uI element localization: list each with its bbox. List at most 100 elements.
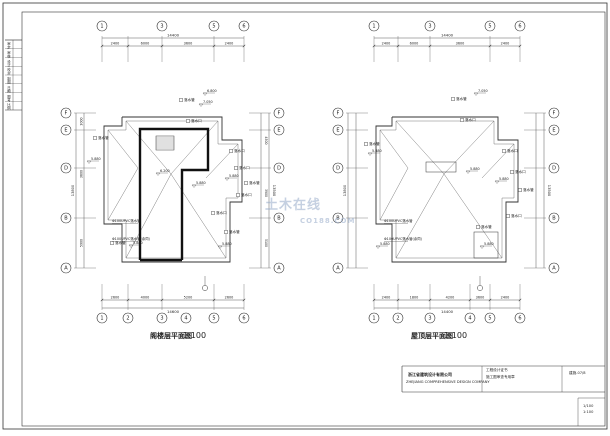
dimension-tick: [518, 298, 522, 302]
grid-bubble-left-label: E: [64, 128, 67, 134]
elevation-value: 5.880: [484, 242, 494, 246]
dimension-total-bottom: 14600: [167, 309, 180, 314]
dimension-segment: 5200: [184, 296, 193, 300]
grid-bubble-right-label: E: [277, 128, 280, 134]
dimension-segment: 4200: [446, 296, 455, 300]
strip-row-text: 审核: [6, 50, 11, 58]
grid-bubble-right: [548, 107, 560, 119]
downpipe-symbol: [364, 142, 368, 146]
grid-bubble-left-label: B: [64, 216, 68, 222]
dimension-segment-right: 4500: [264, 136, 268, 144]
elevation-value: 5.880: [133, 241, 143, 245]
dimension-tick: [372, 298, 376, 302]
elevation-value: 5.880: [222, 242, 232, 246]
roof-hip-line: [395, 120, 445, 175]
grid-bubble-left-label: D: [64, 166, 68, 172]
grid-bubble-right: [273, 262, 285, 274]
elevation-value: 5.880: [380, 242, 390, 246]
grid-bubble-left: [332, 212, 344, 224]
dimension-segment: 3600: [456, 42, 465, 46]
grid-bubble-top: [156, 20, 168, 32]
grid-bubble-right: [548, 212, 560, 224]
grid-bubble-bottom: [122, 312, 134, 324]
dimension-segment: 2600: [225, 296, 234, 300]
dimension-tick: [242, 44, 246, 48]
sheet-code-top: 1/100: [583, 404, 594, 408]
dimension-segment: 2400: [382, 296, 391, 300]
downpipe-symbol: [476, 225, 480, 229]
elevation-triangle: [86, 160, 92, 164]
pipe-note: Φ100UPVC落水管: [112, 218, 141, 223]
grid-bubble-bottom-label: 3: [428, 316, 431, 322]
elevation-triangle: [202, 92, 208, 96]
dimension-tick: [372, 44, 376, 48]
elevation-value: 6.800: [207, 89, 217, 93]
grid-bubble-right-label: E: [552, 128, 555, 134]
dimension-segment: 6000: [141, 42, 150, 46]
grid-bubble-bottom-label: 5: [212, 316, 215, 322]
dimension-segment: 2400: [225, 42, 234, 46]
downpipe-label: 落水管: [523, 187, 534, 192]
elevation-triangle: [191, 184, 197, 188]
downpipe-symbol: [110, 241, 114, 245]
grid-bubble-bottom-label: 2: [396, 316, 399, 322]
dimension-tick: [160, 44, 164, 48]
grid-bubble-top-label: 1: [372, 24, 375, 30]
grid-bubble-right: [548, 124, 560, 136]
grid-bubble-left: [60, 212, 72, 224]
building-outline: [103, 116, 243, 263]
grid-bubble-left-label: E: [336, 128, 339, 134]
dimension-tick: [126, 298, 130, 302]
elevation-triangle: [473, 92, 479, 96]
pipe-note: Φ100UPVC落水管: [384, 218, 413, 223]
grid-bubble-right: [548, 262, 560, 274]
elevation-triangle: [198, 103, 204, 107]
left-plan-scale: 1:100: [183, 331, 207, 340]
downpipe-label: 落水管: [481, 224, 492, 229]
dimension-segment-left: 3600: [80, 170, 84, 178]
grid-bubble-bottom: [368, 312, 380, 324]
downpipe-symbol: [211, 211, 215, 215]
dimension-segment: 1800: [410, 296, 419, 300]
roof-hip-line: [443, 173, 503, 259]
elevation-triangle: [479, 245, 485, 249]
roof-hip-line: [125, 173, 172, 259]
dimension-segment: 3600: [184, 42, 193, 46]
dimension-segment: 2600: [111, 296, 120, 300]
grid-bubble-right-label: F: [553, 111, 556, 117]
roof-hip-line: [107, 129, 139, 169]
downpipe-label: 落水口: [507, 148, 518, 153]
grid-bubble-top-label: 3: [428, 24, 431, 30]
grid-bubble-left: [60, 107, 72, 119]
downpipe-symbol: [186, 119, 190, 123]
roof-hip-line: [125, 120, 172, 175]
elevation-value: 7.050: [203, 100, 213, 104]
roof-terrace: [473, 231, 499, 259]
grid-bubble-bottom-label: 4: [468, 316, 471, 322]
downpipe-symbol: [460, 118, 464, 122]
elevation-triangle: [128, 244, 134, 248]
grid-bubble-left-label: D: [336, 166, 340, 172]
downpipe-symbol: [229, 149, 233, 153]
grid-bubble-right: [273, 107, 285, 119]
grid-bubble-top-label: 6: [242, 24, 245, 30]
elevation-value: 7.050: [478, 89, 488, 93]
grid-bubble-bottom-label: 1: [372, 316, 375, 322]
grid-bubble-left-label: A: [336, 266, 340, 272]
dimension-tick: [396, 298, 400, 302]
grid-bubble-bottom-label: 5: [488, 316, 491, 322]
downpipe-symbol: [234, 166, 238, 170]
roof-hip-line: [443, 120, 495, 175]
elevation-value: 5.880: [91, 157, 101, 161]
strip-row-text: 比例: [6, 103, 11, 111]
downpipe-label: 落水管: [98, 135, 109, 140]
dimension-total-top: 14400: [441, 33, 454, 38]
elevation-value: 6.200: [160, 169, 170, 173]
grid-bubble-bottom: [96, 312, 108, 324]
grid-bubble-left-label: F: [337, 111, 340, 117]
downpipe-symbol: [506, 214, 510, 218]
company-name: 浙江省建筑设计有限公司: [408, 372, 452, 377]
elevation-triangle: [375, 245, 381, 249]
dimension-segment: 6000: [410, 42, 419, 46]
